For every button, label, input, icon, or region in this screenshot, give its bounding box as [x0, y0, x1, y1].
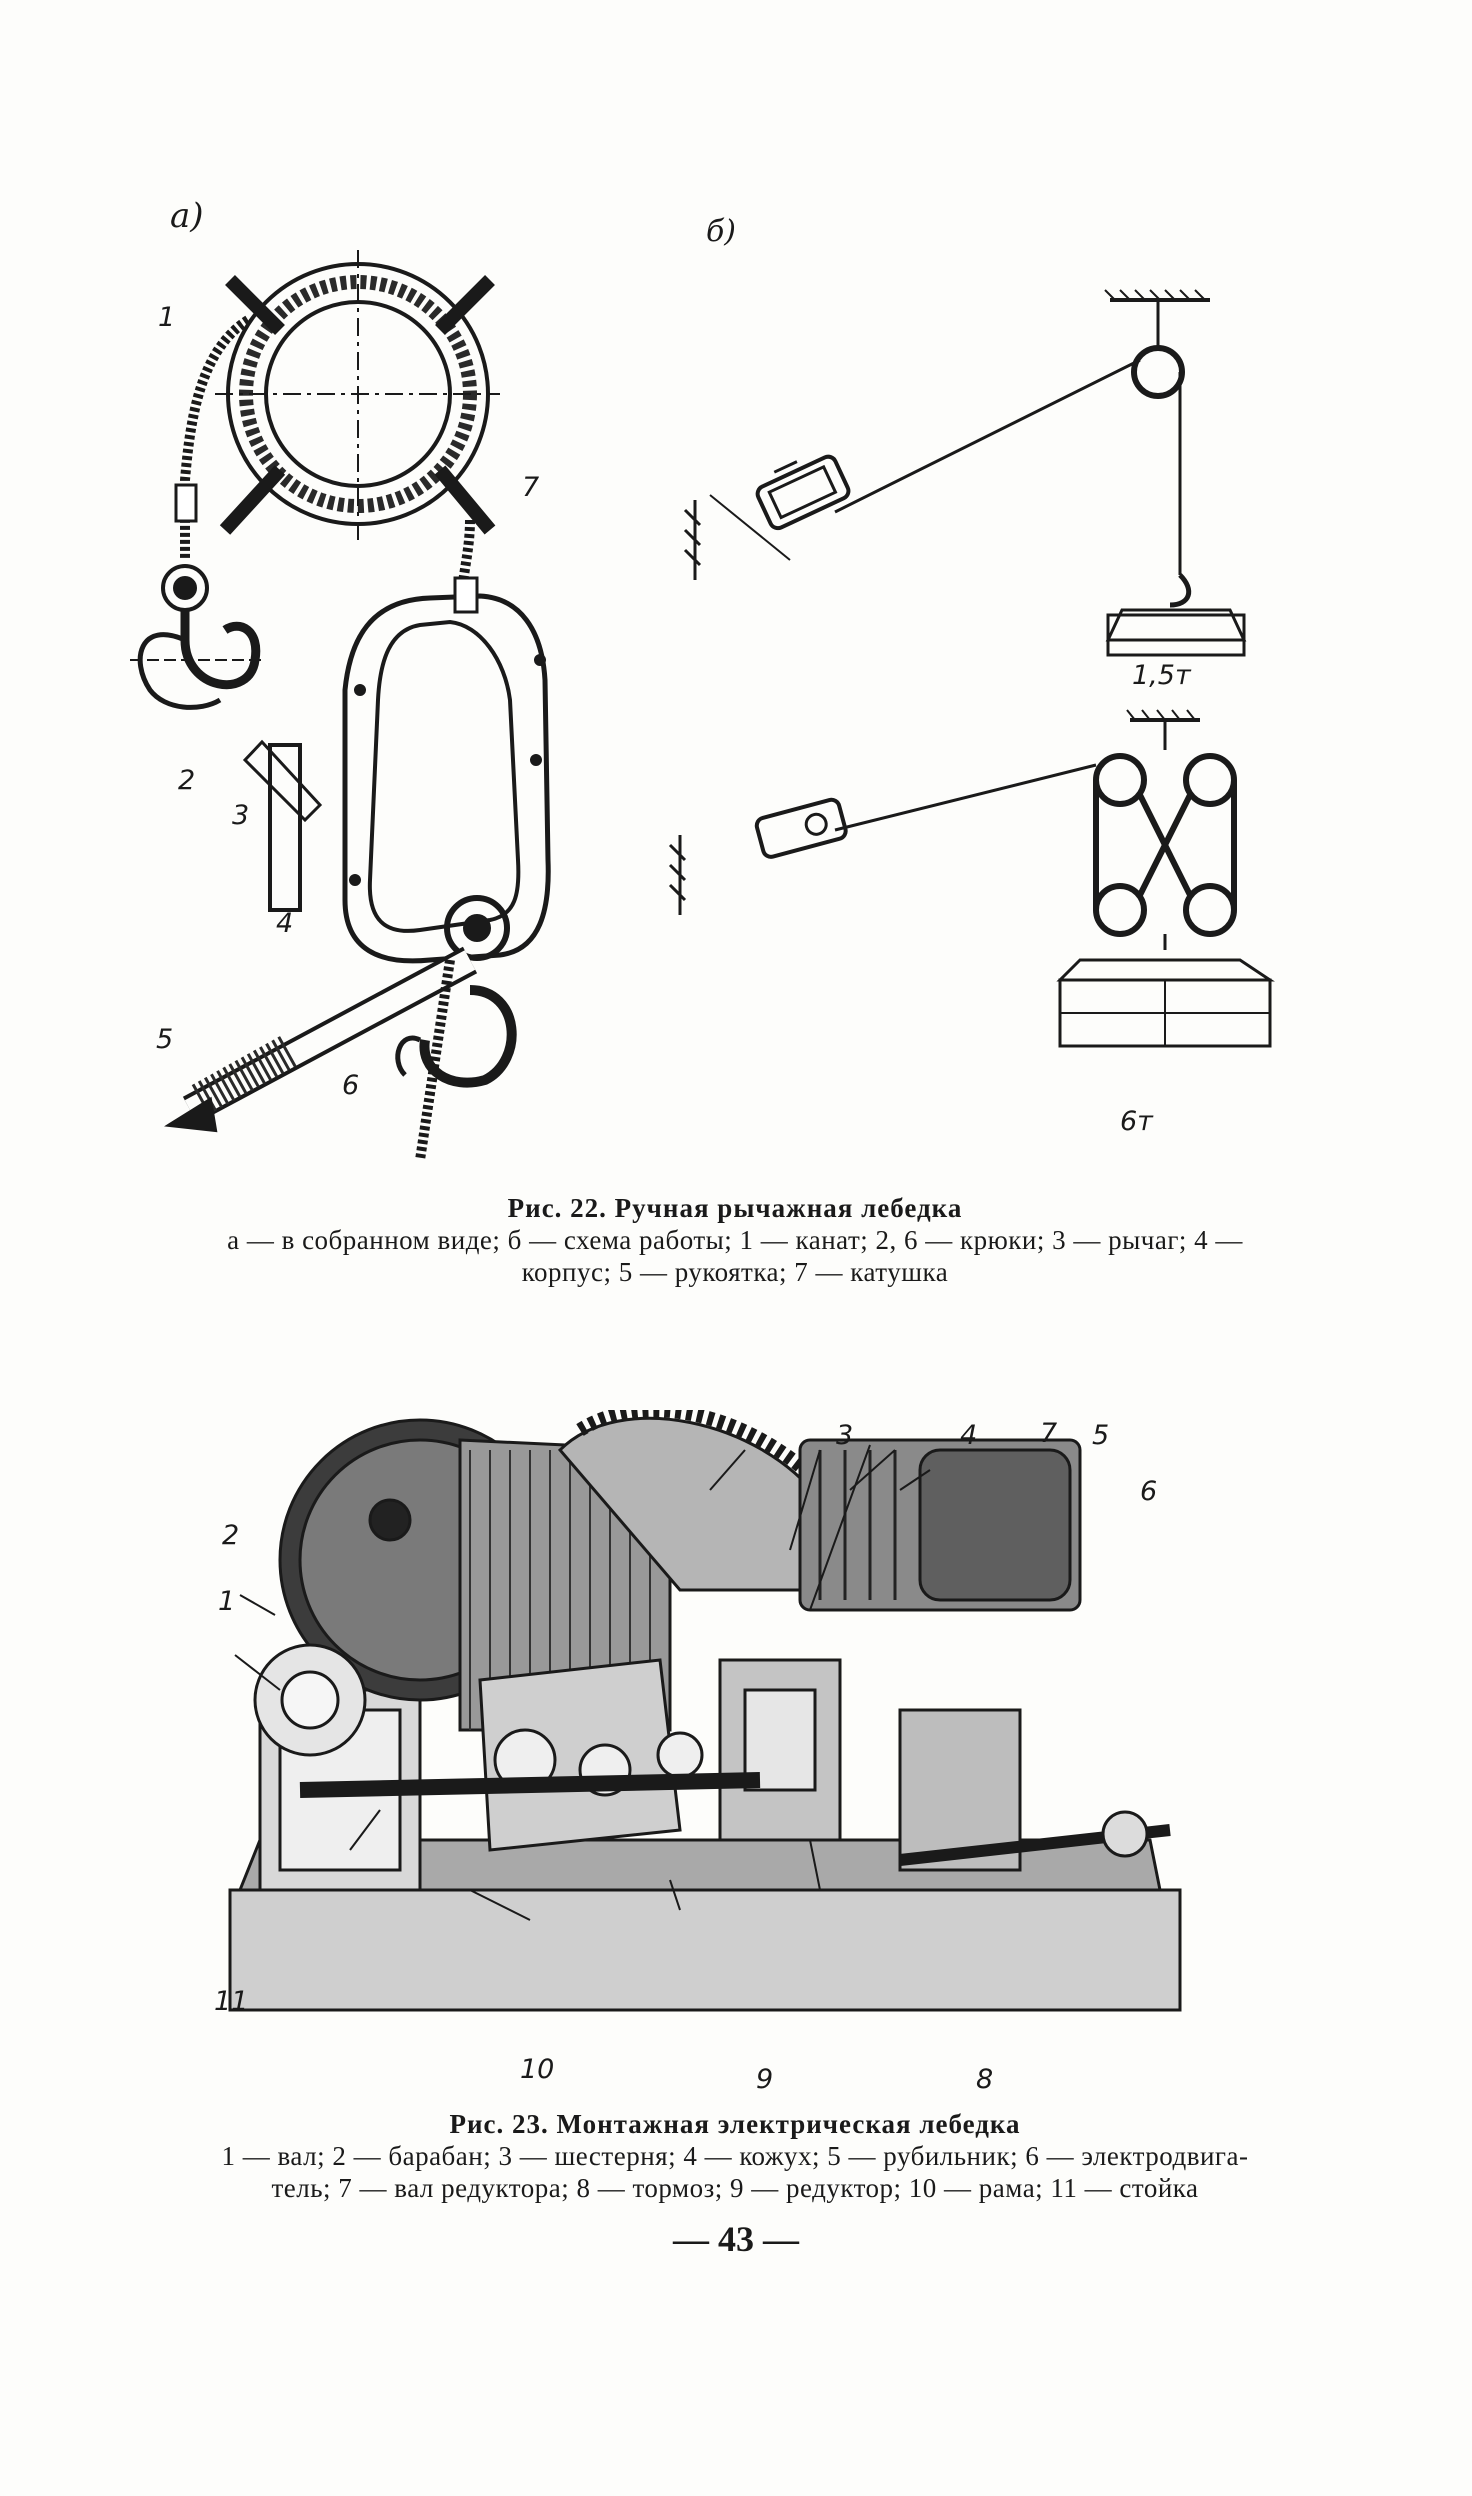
callout-3: 3: [232, 800, 250, 831]
load-label-1-5t: 1,5т: [1132, 660, 1191, 691]
figure-22b-scheme: [668, 289, 1275, 1048]
callout-2: 2: [178, 765, 196, 796]
fig23-callout-10: 10: [520, 2054, 555, 2085]
figure-23-caption: Рис. 23. Монтажная электрическая лебедка…: [80, 2108, 1390, 2204]
figure-22-caption-line2: корпус; 5 — рукоятка; 7 — катушка: [521, 1257, 949, 1287]
callout-5: 5: [156, 1024, 174, 1055]
fig23-callout-8: 8: [976, 2064, 994, 2095]
fig23-callout-7: 7: [1040, 1418, 1058, 1449]
panel-b-label: б): [706, 214, 737, 249]
panel-a-label: а): [170, 196, 204, 236]
page-number: — 43 —: [673, 2219, 799, 2259]
figure-23-illustration: [228, 1410, 1182, 2012]
figure-23-caption-line1: 1 — вал; 2 — барабан; 3 — шестерня; 4 — …: [221, 2141, 1249, 2171]
fig23-callout-5: 5: [1092, 1420, 1110, 1451]
figure-22: а) б) 1 2 3 4 5 6 7 1,5т 6т: [130, 196, 1275, 1160]
fig23-callout-4: 4: [960, 1420, 978, 1451]
callout-1: 1: [158, 302, 176, 333]
fig23-callout-9: 9: [756, 2064, 774, 2095]
callout-6: 6: [342, 1070, 360, 1101]
figure-22-caption: Рис. 22. Ручная рычажная лебедка а — в с…: [80, 1192, 1390, 1288]
figure-22-caption-line1: а — в собранном виде; б — схема работы; …: [227, 1225, 1243, 1255]
figure-23-caption-title: Рис. 23. Монтажная электрическая лебедка: [449, 2109, 1021, 2139]
fig23-callout-3: 3: [836, 1420, 854, 1451]
figure-22a-drawing: [130, 250, 551, 1160]
fig23-callout-6: 6: [1140, 1476, 1158, 1507]
fig23-callout-11: 11: [214, 1986, 249, 2017]
callout-4: 4: [276, 908, 294, 939]
figure-23-caption-line2: тель; 7 — вал редуктора; 8 — тормоз; 9 —…: [271, 2173, 1199, 2203]
fig23-callout-2: 2: [222, 1520, 240, 1551]
fig23-callout-1: 1: [218, 1586, 236, 1617]
callout-7: 7: [522, 472, 540, 503]
figure-22-caption-title: Рис. 22. Ручная рычажная лебедка: [507, 1193, 963, 1223]
load-label-6t: 6т: [1120, 1106, 1153, 1137]
